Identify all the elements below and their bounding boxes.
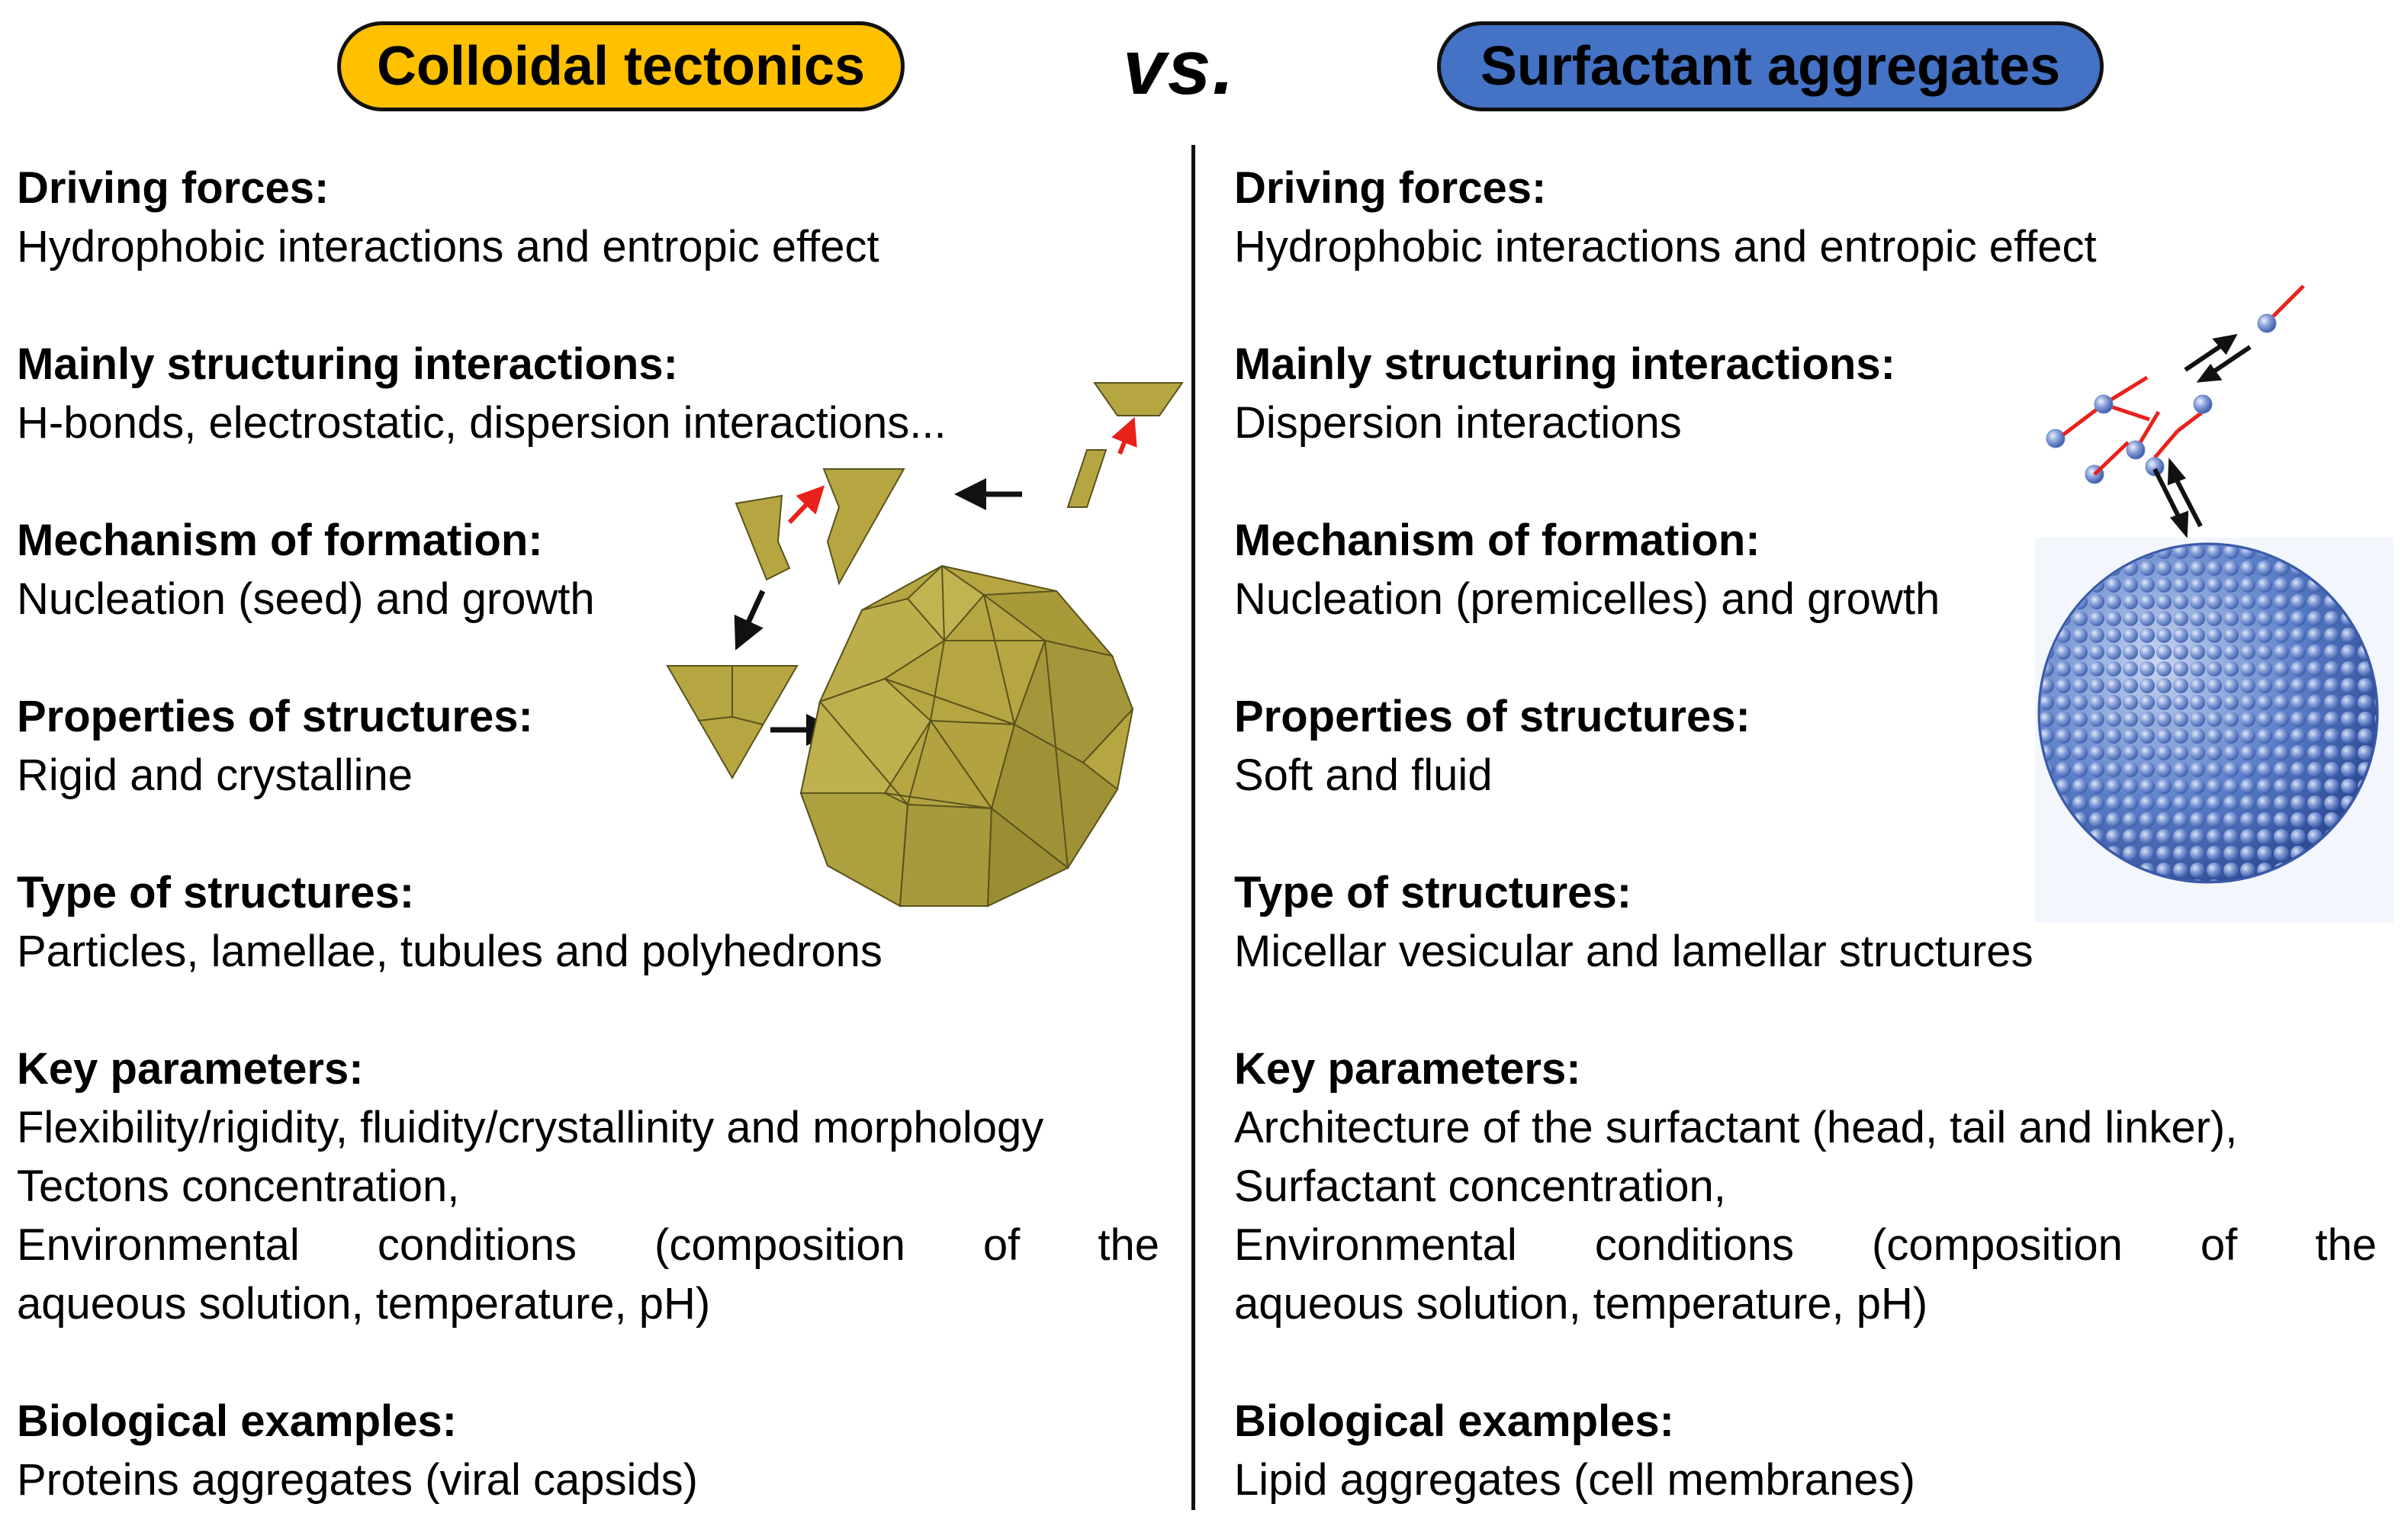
section-text: aqueous solution, temperature, pH): [1234, 1279, 1928, 1329]
versus-label: vs.: [1123, 24, 1236, 111]
premicelle-cluster: [2046, 375, 2213, 484]
equilibrium-arrows-top: [2184, 333, 2252, 383]
section-text: Dispersion interactions: [1234, 398, 1682, 448]
section-heading: Mainly structuring interactions:: [17, 339, 678, 389]
section-heading: Driving forces:: [17, 163, 330, 213]
section-text: Hydrophobic interactions and entropic ef…: [17, 222, 879, 272]
section-text: Proteins aggregates (viral capsids): [17, 1455, 698, 1505]
colloidal-tectonics-title: Colloidal tectonics: [376, 36, 866, 97]
section-heading: Properties of structures:: [1234, 692, 1751, 741]
section-text: aqueous solution, temperature, pH): [17, 1279, 711, 1329]
colloidal-tectonics-title-pill: Colloidal tectonics: [337, 21, 905, 111]
section-heading: Key parameters:: [17, 1044, 364, 1094]
right-type-of-structures: Type of structures: Micellar vesicular a…: [1234, 863, 2033, 981]
section-heading: Mechanism of formation:: [17, 516, 543, 565]
section-text: Environmental conditions (composition of…: [17, 1220, 1159, 1270]
tecton-pair-top-right: [1066, 382, 1184, 508]
surfactant-aggregates-title-pill: Surfactant aggregates: [1437, 21, 2104, 111]
micelle-assembly-illustration: [2035, 284, 2394, 923]
section-heading: Mechanism of formation:: [1234, 516, 1760, 565]
left-properties-of-structures: Properties of structures: Rigid and crys…: [17, 687, 533, 805]
section-text: Tectons concentration,: [17, 1162, 460, 1211]
section-text: Surfactant concentration,: [1234, 1162, 1726, 1211]
section-text: Environmental conditions (composition of…: [1234, 1220, 2377, 1270]
right-key-parameters: Key parameters: Architecture of the surf…: [1234, 1039, 2377, 1333]
red-arrow: [1111, 416, 1137, 455]
right-structuring-interactions: Mainly structuring interactions: Dispers…: [1234, 335, 1895, 452]
left-biological-examples: Biological examples: Proteins aggregates…: [17, 1392, 698, 1509]
section-text: Architecture of the surfactant (head, ta…: [1234, 1103, 2238, 1152]
section-text: Hydrophobic interactions and entropic ef…: [1234, 222, 2097, 272]
section-heading: Properties of structures:: [17, 692, 533, 741]
section-text: Nucleation (seed) and growth: [17, 574, 595, 624]
section-text: H-bonds, electrostatic, dispersion inter…: [17, 398, 947, 448]
section-heading: Biological examples:: [17, 1396, 457, 1446]
section-text: Flexibility/rigidity, fluidity/crystalli…: [17, 1103, 1044, 1152]
right-driving-forces: Driving forces: Hydrophobic interactions…: [1234, 159, 2097, 276]
section-heading: Key parameters:: [1234, 1044, 1581, 1094]
tecton-assembly-illustration: [666, 382, 1184, 908]
section-text: Rigid and crystalline: [17, 750, 413, 800]
red-arrow: [787, 485, 825, 525]
left-mechanism-of-formation: Mechanism of formation: Nucleation (seed…: [17, 511, 595, 628]
equilibrium-arrows-bottom: [2152, 458, 2203, 538]
left-driving-forces: Driving forces: Hydrophobic interactions…: [17, 159, 879, 276]
tecton-pair-middle: [735, 468, 905, 586]
section-heading: Type of structures:: [1234, 868, 1632, 917]
surfactant-molecule-single: [2257, 284, 2305, 333]
micelle-sphere: [2035, 538, 2394, 923]
column-divider: [1191, 145, 1195, 1510]
section-heading: Driving forces:: [1234, 163, 1547, 213]
left-type-of-structures: Type of structures: Particles, lamellae,…: [17, 863, 883, 981]
section-text: Micellar vesicular and lamellar structur…: [1234, 927, 2033, 976]
section-heading: Mainly structuring interactions:: [1234, 339, 1895, 389]
right-biological-examples: Biological examples: Lipid aggregates (c…: [1234, 1392, 1915, 1509]
polyhedron-capsid: [799, 564, 1134, 908]
section-text: Nucleation (premicelles) and growth: [1234, 574, 1940, 624]
section-heading: Biological examples:: [1234, 1396, 1674, 1446]
surfactant-aggregates-title: Surfactant aggregates: [1480, 36, 2061, 97]
section-text: Soft and fluid: [1234, 750, 1493, 800]
left-structuring-interactions: Mainly structuring interactions: H-bonds…: [17, 335, 947, 452]
right-properties-of-structures: Properties of structures: Soft and fluid: [1234, 687, 1751, 805]
section-heading: Type of structures:: [17, 868, 415, 917]
right-mechanism-of-formation: Mechanism of formation: Nucleation (prem…: [1234, 511, 1940, 628]
section-text: Particles, lamellae, tubules and polyhed…: [17, 927, 883, 976]
section-text: Lipid aggregates (cell membranes): [1234, 1455, 1915, 1505]
black-arrow: [734, 590, 766, 651]
assembled-triangle: [666, 665, 799, 779]
left-key-parameters: Key parameters: Flexibility/rigidity, fl…: [17, 1039, 1159, 1333]
